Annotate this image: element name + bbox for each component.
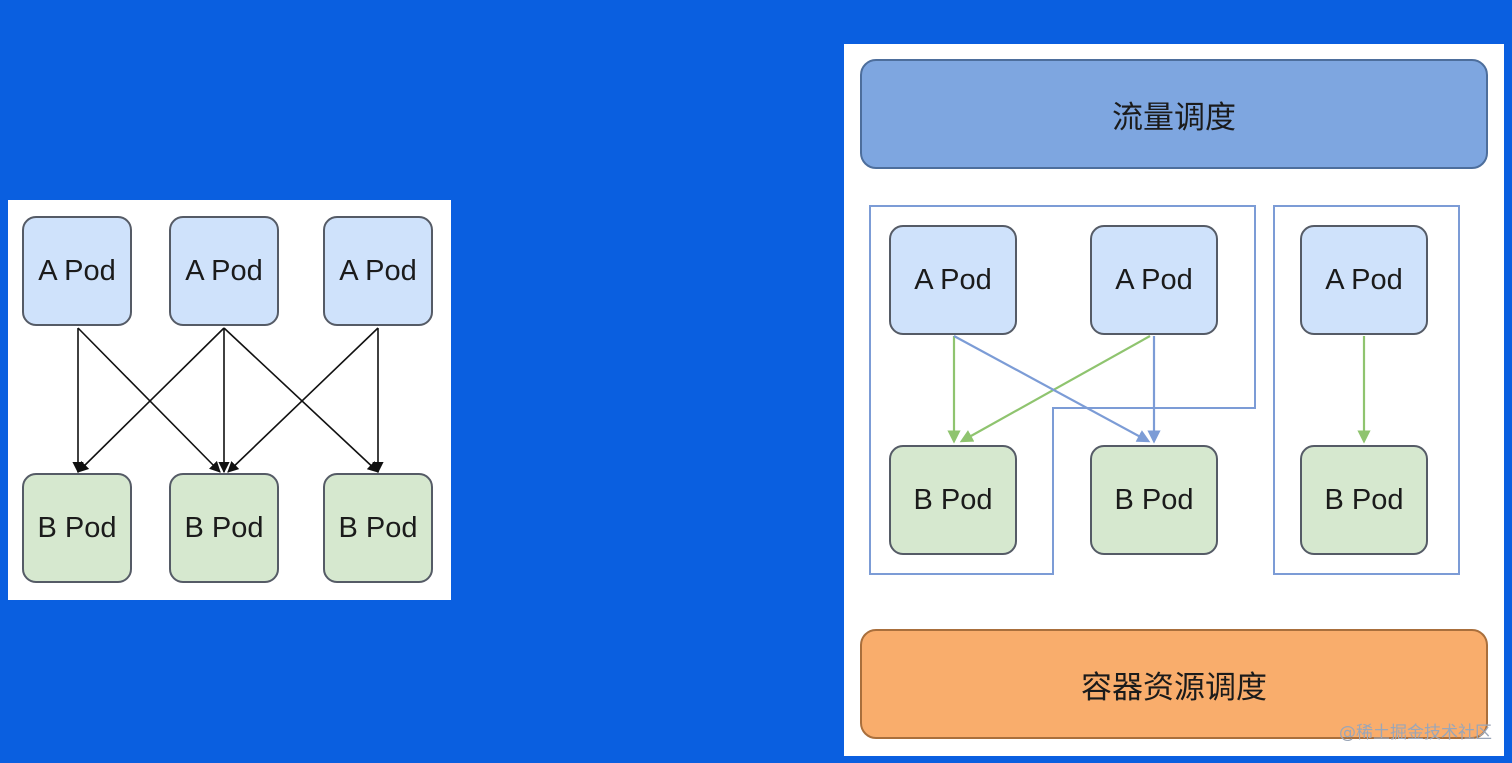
container-resource-scheduling-bar: 容器资源调度 — [860, 629, 1488, 739]
left-arrow-a2-b1 — [77, 327, 225, 473]
pod-label: A Pod — [38, 254, 116, 287]
right-b-pod-3: B Pod — [1300, 445, 1428, 555]
pod-label: B Pod — [37, 511, 117, 544]
pod-label: A Pod — [914, 263, 992, 296]
left-b-pod-1: B Pod — [22, 473, 132, 583]
right-a-pod-2: A Pod — [1090, 225, 1218, 335]
container-resource-scheduling-label: 容器资源调度 — [1081, 669, 1267, 706]
pod-label: B Pod — [1114, 483, 1194, 516]
right-b-pod-1: B Pod — [889, 445, 1017, 555]
right-arrow-a2-b1 — [959, 335, 1151, 443]
traffic-scheduling-bar: 流量调度 — [860, 59, 1488, 169]
right-arrow-a1-b2 — [953, 335, 1151, 443]
right-b-pod-2: B Pod — [1090, 445, 1218, 555]
pod-label: A Pod — [1325, 263, 1403, 296]
left-b-pod-2: B Pod — [169, 473, 279, 583]
pod-label: B Pod — [184, 511, 264, 544]
pod-label: B Pod — [338, 511, 418, 544]
left-a-pod-3: A Pod — [323, 216, 433, 326]
left-arrow-a2-b3 — [223, 327, 379, 473]
pod-label: A Pod — [1115, 263, 1193, 296]
pod-group-boundary-1 — [869, 205, 1256, 575]
left-arrow-a1-b2 — [77, 327, 221, 473]
pod-label: B Pod — [1324, 483, 1404, 516]
pod-group-boundary-2 — [1273, 205, 1460, 575]
left-a-pod-1: A Pod — [22, 216, 132, 326]
right-diagram-arrows — [869, 205, 1460, 575]
right-a-pod-1: A Pod — [889, 225, 1017, 335]
pod-label: B Pod — [913, 483, 993, 516]
right-diagram-panel: 流量调度 A Pod A Pod A Pod B Pod — [844, 44, 1504, 756]
right-a-pod-3: A Pod — [1300, 225, 1428, 335]
pod-label: A Pod — [339, 254, 417, 287]
left-arrow-a3-b2 — [227, 327, 379, 473]
left-diagram-panel: A Pod A Pod A Pod B Pod B Pod B Pod — [8, 200, 451, 600]
left-b-pod-3: B Pod — [323, 473, 433, 583]
traffic-scheduling-label: 流量调度 — [1112, 99, 1236, 136]
watermark: @稀土掘金技术社区 — [1339, 723, 1492, 743]
left-diagram-arrows — [72, 327, 384, 474]
left-a-pod-2: A Pod — [169, 216, 279, 326]
pod-label: A Pod — [185, 254, 263, 287]
